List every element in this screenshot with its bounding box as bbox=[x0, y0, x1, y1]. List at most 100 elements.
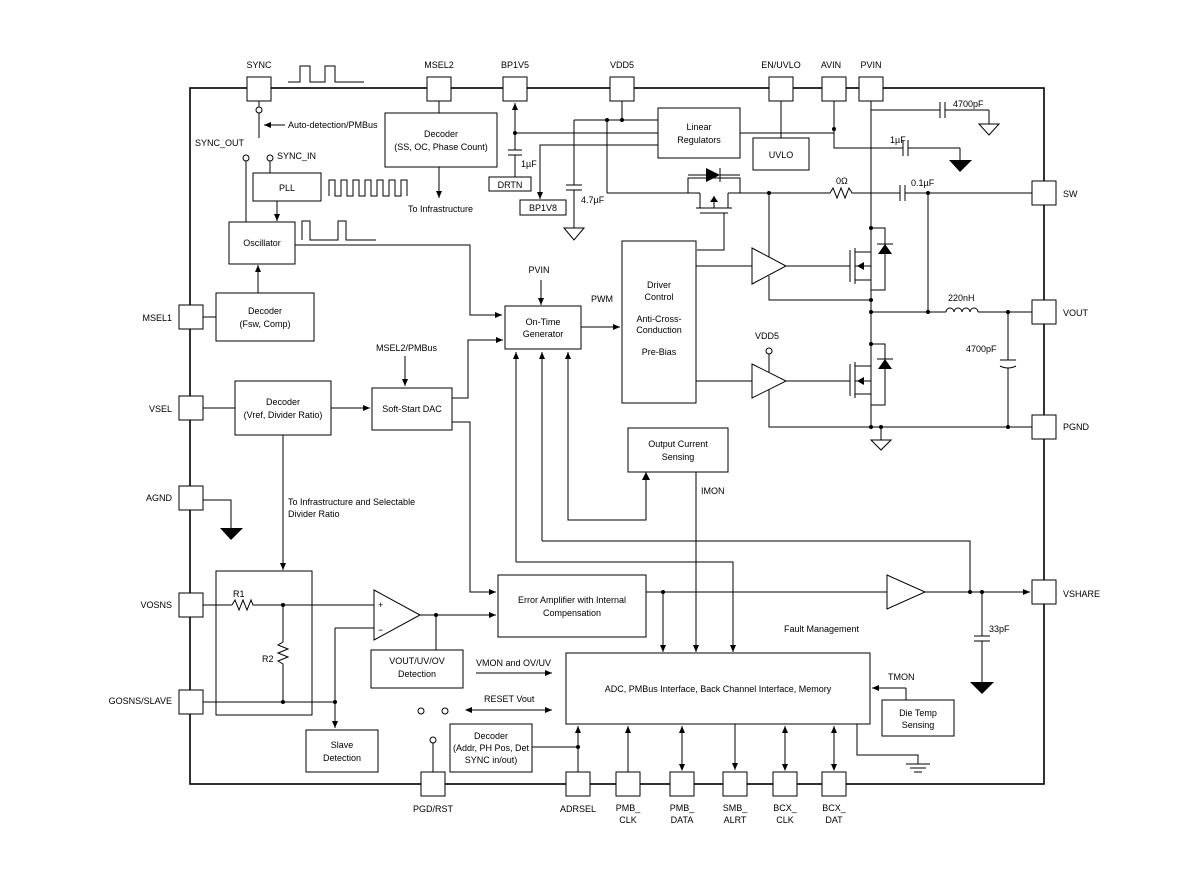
drtn-box: DRTN bbox=[488, 176, 532, 192]
pin-bcx-clk: BCX_ CLK bbox=[772, 771, 798, 825]
soft-start-dac-block: Soft-Start DAC bbox=[371, 387, 453, 431]
svg-text:BCX_: BCX_ bbox=[822, 803, 847, 813]
svg-text:Generator: Generator bbox=[523, 329, 564, 339]
pwm-label: PWM bbox=[591, 294, 613, 304]
svg-text:CLK: CLK bbox=[619, 815, 637, 825]
resistor-r1-icon bbox=[231, 598, 374, 612]
on-time-generator-block: On-Time Generator bbox=[504, 305, 582, 350]
svg-text:Linear: Linear bbox=[686, 122, 711, 132]
pin-adrsel: ADRSEL bbox=[560, 771, 596, 814]
svg-text:Pre-Bias: Pre-Bias bbox=[642, 347, 677, 357]
divider-box bbox=[215, 570, 313, 716]
svg-text:Error Amplifier with Internal: Error Amplifier with Internal bbox=[518, 595, 626, 605]
svg-text:PMB_: PMB_ bbox=[670, 803, 696, 813]
pll-waveform-icon bbox=[328, 179, 408, 197]
ground-icon bbox=[949, 160, 972, 172]
to-infra-divider-label: To Infrastructure and Selectable bbox=[288, 497, 415, 507]
svg-text:BP1V8: BP1V8 bbox=[529, 203, 557, 213]
to-infrastructure-label: To Infrastructure bbox=[408, 204, 473, 214]
svg-text:PVIN: PVIN bbox=[860, 60, 881, 70]
svg-text:(Addr, PH Pos, Det: (Addr, PH Pos, Det bbox=[453, 743, 530, 753]
svg-text:SYNC: SYNC bbox=[246, 60, 272, 70]
resistor-0ohm-icon bbox=[829, 186, 900, 200]
pin-gosns-slave: GOSNS/SLAVE bbox=[109, 689, 204, 715]
svg-text:PGD/RST: PGD/RST bbox=[413, 804, 454, 814]
svg-text:Oscillator: Oscillator bbox=[243, 238, 281, 248]
body-diode-icon bbox=[878, 359, 892, 369]
svg-text:PMB_: PMB_ bbox=[616, 803, 642, 813]
pin-vosns: VOSNS bbox=[140, 592, 204, 618]
pll-block: PLL bbox=[252, 172, 322, 202]
svg-text:(Vref, Divider Ratio): (Vref, Divider Ratio) bbox=[244, 410, 323, 420]
output-current-sensing-block: Output Current Sensing bbox=[627, 427, 729, 473]
svg-text:Die Temp: Die Temp bbox=[899, 708, 937, 718]
pin-agnd: AGND bbox=[146, 485, 204, 511]
pin-sync: SYNC bbox=[246, 60, 272, 102]
diode-icon bbox=[706, 168, 720, 182]
svg-text:VSHARE: VSHARE bbox=[1063, 589, 1100, 599]
ground-icon bbox=[562, 227, 586, 241]
cap-0-1uf-label: 0.1µF bbox=[911, 178, 935, 188]
imon-label: IMON bbox=[701, 486, 725, 496]
pin-vsel: VSEL bbox=[149, 395, 204, 421]
cap-4-7uf-label: 4.7µF bbox=[581, 195, 605, 205]
svg-text:Conduction: Conduction bbox=[636, 325, 682, 335]
osc-waveform-icon bbox=[301, 220, 376, 241]
fault-management-label: Fault Management bbox=[784, 624, 860, 634]
pin-pgnd: PGND bbox=[1031, 414, 1090, 440]
svg-text:PGND: PGND bbox=[1063, 422, 1090, 432]
comparator-icon bbox=[373, 589, 422, 641]
svg-text:EN/UVLO: EN/UVLO bbox=[761, 60, 801, 70]
sync-switch-icon bbox=[255, 106, 263, 114]
svg-text:Decoder: Decoder bbox=[248, 306, 282, 316]
svg-text:On-Time: On-Time bbox=[526, 317, 561, 327]
svg-text:VDD5: VDD5 bbox=[610, 60, 634, 70]
sync-waveform-icon bbox=[288, 65, 364, 83]
ground-icon bbox=[970, 682, 994, 694]
sync-in-label: SYNC_IN bbox=[277, 151, 316, 161]
decoder-fsw-block: Decoder (Fsw, Comp) bbox=[215, 292, 315, 342]
plus-sign: + bbox=[378, 600, 383, 610]
minus-sign: − bbox=[378, 625, 383, 635]
svg-text:MSEL2: MSEL2 bbox=[424, 60, 454, 70]
pin-en-uvlo: EN/UVLO bbox=[761, 60, 801, 102]
bp1v8-box: BP1V8 bbox=[519, 199, 567, 216]
pin-vshare: VSHARE bbox=[1031, 579, 1100, 605]
svg-text:MSEL1: MSEL1 bbox=[142, 313, 172, 323]
decoder-msel2-block: Decoder (SS, OC, Phase Count) bbox=[384, 112, 498, 168]
svg-text:ALRT: ALRT bbox=[724, 815, 747, 825]
oscillator-block: Oscillator bbox=[228, 221, 296, 265]
svg-text:Detection: Detection bbox=[398, 669, 436, 679]
auto-detect-label: Auto-detection/PMBus bbox=[288, 120, 378, 130]
decoder-vref-block: Decoder (Vref, Divider Ratio) bbox=[234, 380, 332, 436]
resistor-r2-icon bbox=[276, 641, 290, 702]
svg-text:UVLO: UVLO bbox=[769, 150, 794, 160]
cap-4700pf-top-label: 4700pF bbox=[953, 99, 984, 109]
svg-text:DRTN: DRTN bbox=[498, 180, 523, 190]
svg-text:GOSNS/SLAVE: GOSNS/SLAVE bbox=[109, 696, 172, 706]
svg-text:VOSNS: VOSNS bbox=[140, 600, 172, 610]
inductor-label: 220nH bbox=[948, 293, 975, 303]
body-diode-icon bbox=[878, 244, 892, 254]
inductor-icon bbox=[945, 307, 979, 313]
pin-msel1: MSEL1 bbox=[142, 304, 204, 330]
to-infra-divider-label-2: Divider Ratio bbox=[288, 509, 340, 519]
svg-text:VSEL: VSEL bbox=[149, 404, 172, 414]
msel2-pmbus-label: MSEL2/PMBus bbox=[376, 343, 438, 353]
svg-text:VOUT: VOUT bbox=[1063, 308, 1089, 318]
pin-vdd5: VDD5 bbox=[609, 60, 635, 102]
adc-pmbus-block: ADC, PMBus Interface, Back Channel Inter… bbox=[565, 652, 871, 725]
svg-text:Driver: Driver bbox=[647, 280, 671, 290]
low-side-driver-icon bbox=[751, 363, 788, 399]
svg-text:BP1V5: BP1V5 bbox=[501, 60, 529, 70]
cap-4700pf-out-label: 4700pF bbox=[966, 344, 997, 354]
pin-bcx-dat: BCX_ DAT bbox=[821, 771, 847, 825]
svg-text:DATA: DATA bbox=[671, 815, 694, 825]
svg-text:DAT: DAT bbox=[825, 815, 843, 825]
resistor-0ohm-label: 0Ω bbox=[836, 176, 848, 186]
svg-text:ADRSEL: ADRSEL bbox=[560, 804, 596, 814]
vmon-label: VMON and OV/UV bbox=[476, 658, 551, 668]
svg-text:Control: Control bbox=[644, 292, 673, 302]
tmon-label: TMON bbox=[888, 672, 915, 682]
